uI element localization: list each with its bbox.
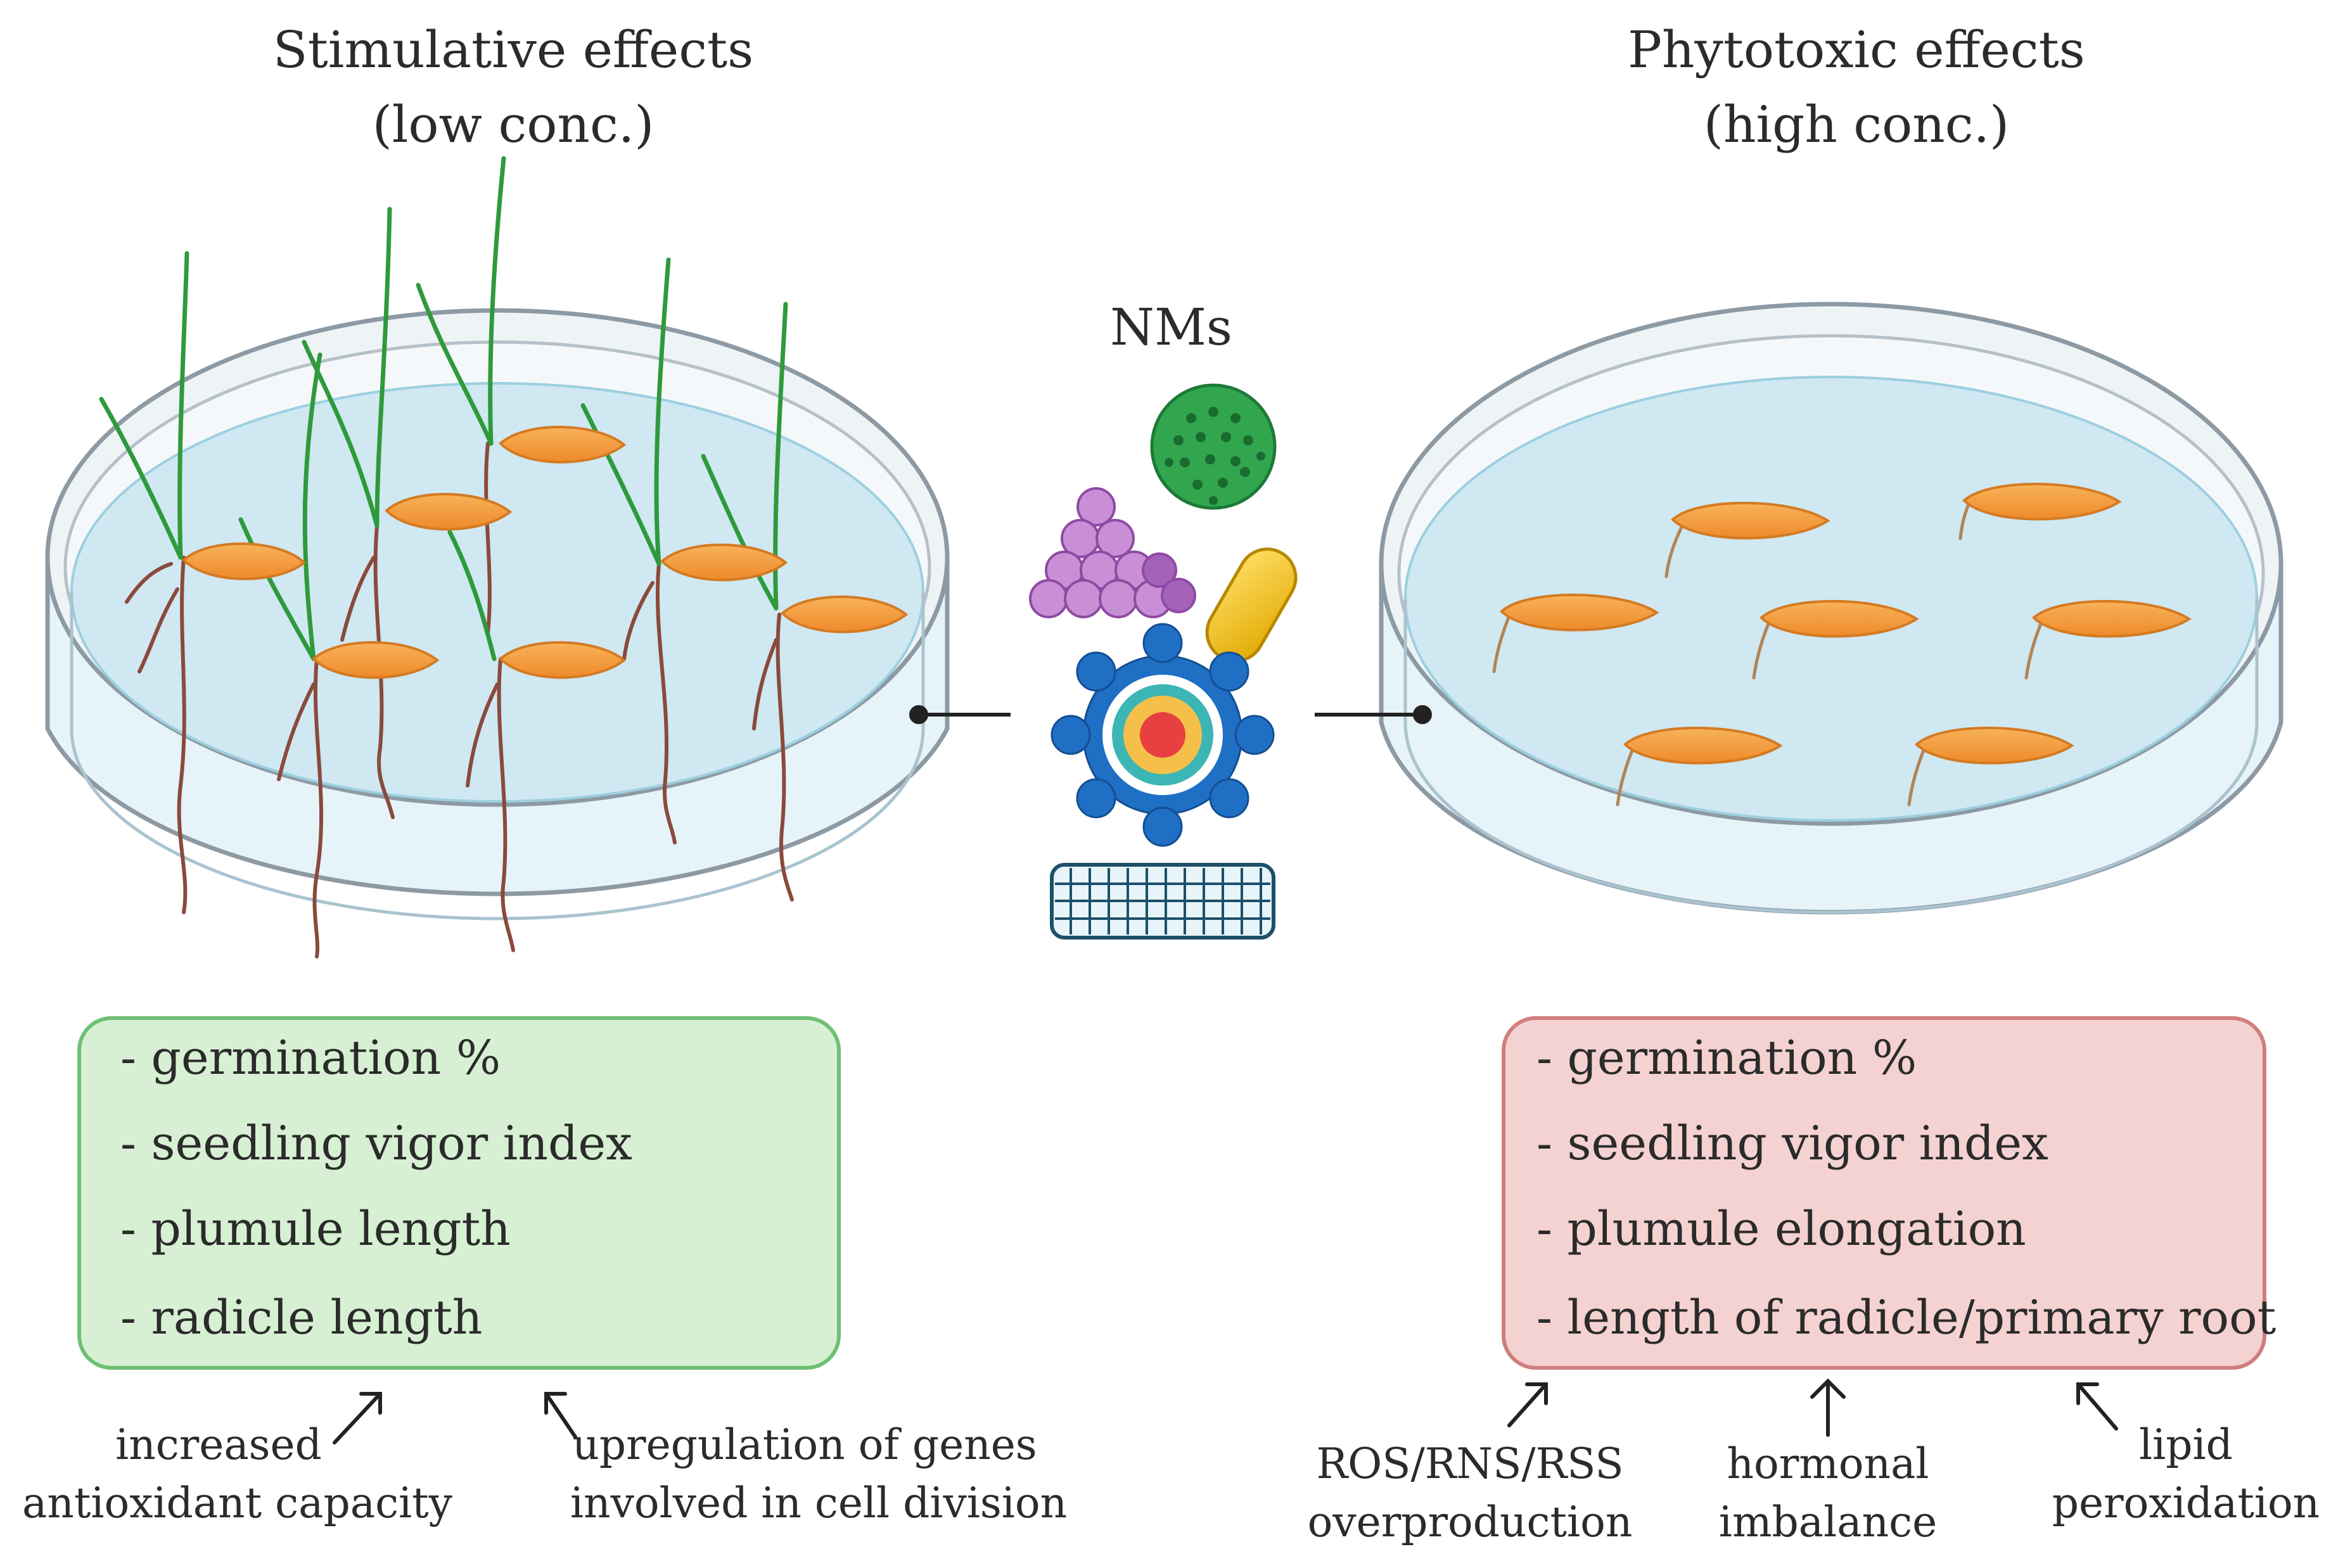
phytotoxic-effect-item: - length of radicle/primary root	[1536, 1291, 2277, 1345]
cause-line: peroxidation	[2052, 1479, 2320, 1527]
cause-line: increased	[115, 1420, 322, 1469]
stimulative-effect-item: - radicle length	[120, 1291, 483, 1345]
stimulative-title-line1: Stimulative effects	[272, 20, 754, 79]
left-seedling-shoots	[99, 156, 788, 661]
cause-line: overproduction	[1307, 1498, 1633, 1546]
seed	[499, 641, 627, 679]
cause-line: antioxidant capacity	[22, 1479, 452, 1527]
stimulative-title: Stimulative effects (low conc.)	[209, 13, 817, 162]
cause-line: hormonal	[1727, 1439, 1929, 1488]
seed	[1915, 727, 2074, 765]
seed	[1962, 483, 2122, 521]
phytotoxic-effects-box	[1502, 1016, 2266, 1370]
cause-gene-upregulation: upregulation of genes involved in cell d…	[570, 1416, 1068, 1533]
stimulative-effect-item: - seedling vigor index	[120, 1116, 632, 1171]
stimulative-title-line2: (low conc.)	[372, 95, 655, 154]
cause-line: imbalance	[1718, 1498, 1938, 1546]
cause-ros-overproduction: ROS/RNS/RSS overproduction	[1293, 1435, 1647, 1552]
cause-line: ROS/RNS/RSS	[1316, 1439, 1624, 1488]
stimulative-effects-box	[77, 1016, 841, 1370]
seed	[1759, 600, 1919, 638]
phytotoxic-title-line1: Phytotoxic effects	[1628, 20, 2085, 79]
seed	[385, 493, 513, 531]
seed	[499, 426, 627, 464]
left-petri-dish	[45, 308, 950, 921]
cause-line: upregulation of genes	[572, 1420, 1037, 1469]
nms-label: NMs	[1110, 298, 1232, 357]
nanocapsule-icon	[1205, 547, 1298, 663]
cause-arrows	[333, 1378, 2118, 1444]
cause-hormonal-imbalance: hormonal imbalance	[1689, 1435, 1967, 1552]
seed	[781, 596, 909, 634]
cause-antioxidant: increased antioxidant capacity	[22, 1416, 452, 1533]
nanosphere-icon	[1150, 383, 1277, 510]
seed	[1623, 727, 1783, 765]
cause-line: lipid	[2139, 1420, 2233, 1469]
left-seedling-roots	[125, 442, 794, 959]
seed	[182, 542, 306, 580]
stimulative-effect-item: - plumule length	[120, 1202, 511, 1256]
carbon-nanotube-icon	[1050, 863, 1275, 940]
seed	[1671, 502, 1830, 540]
phytotoxic-effect-item: - plumule elongation	[1536, 1202, 2026, 1256]
phytotoxic-effect-item: - seedling vigor index	[1536, 1116, 2048, 1171]
phytotoxic-title-line2: (high conc.)	[1703, 95, 2010, 154]
cause-line: involved in cell division	[570, 1479, 1068, 1527]
seed	[1500, 594, 1659, 632]
phytotoxic-effect-item: - germination %	[1536, 1031, 1917, 1085]
dish-connectors	[909, 705, 1432, 724]
right-seeds	[1500, 483, 2192, 765]
cause-lipid-peroxidation: lipid peroxidation	[2047, 1416, 2325, 1533]
left-seeds	[182, 426, 909, 679]
seed	[312, 641, 440, 679]
stimulative-effect-item: - germination %	[120, 1031, 501, 1085]
dendrimer-nanocarrier-icon	[1051, 623, 1275, 847]
right-petri-dish	[1379, 302, 2283, 915]
seed	[2032, 600, 2192, 638]
phytotoxic-title: Phytotoxic effects (high conc.)	[1552, 13, 2161, 162]
seed	[660, 544, 788, 582]
nanoparticle-cluster-icon	[1029, 487, 1196, 618]
